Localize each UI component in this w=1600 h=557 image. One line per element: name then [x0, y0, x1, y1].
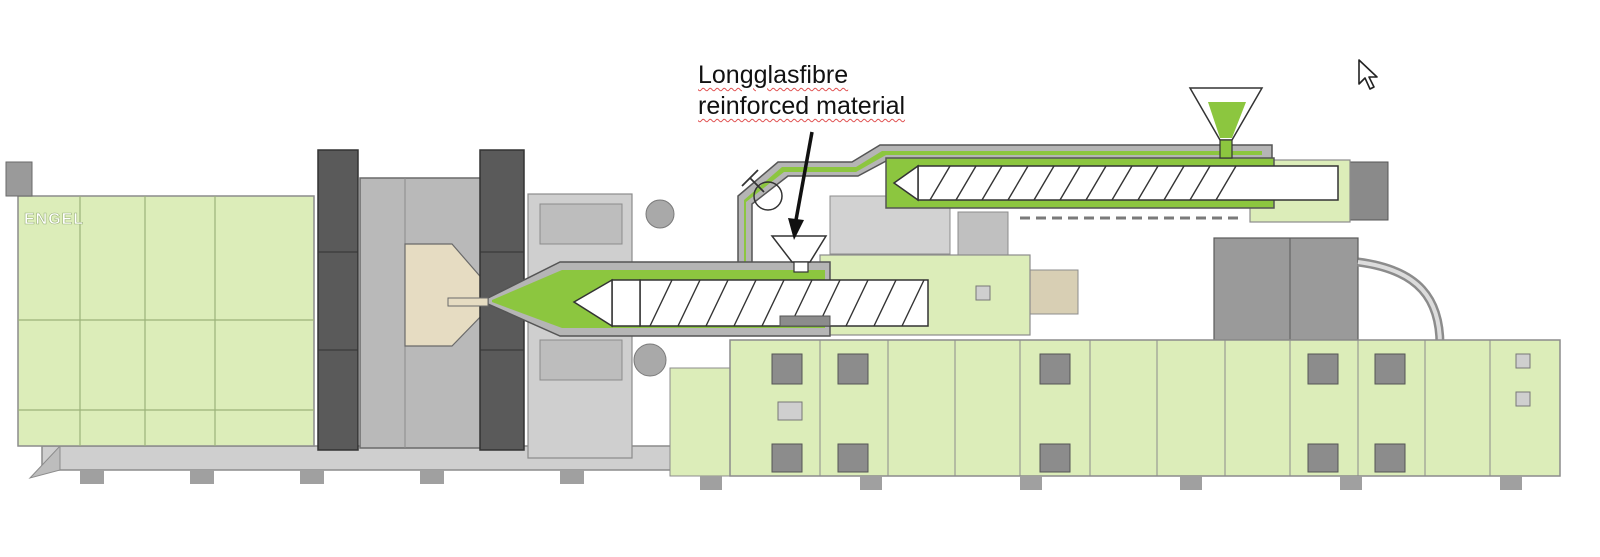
extruder-hopper — [1188, 87, 1264, 159]
shutoff-valve — [741, 169, 783, 211]
clamp-unit-enclosure — [5, 161, 315, 447]
control-cabinets — [669, 339, 1561, 490]
fibre-feed-hopper — [770, 235, 828, 273]
injection-barrel — [447, 261, 929, 337]
callout-line-1: Longglasfibre — [698, 61, 849, 89]
callout-arrow — [788, 131, 814, 240]
callout-line-2: reinforced material — [698, 92, 906, 120]
brand-label: ENGEL — [24, 211, 84, 228]
extruder-barrel — [885, 157, 1339, 209]
mouse-pointer-icon — [1358, 59, 1378, 90]
callout-label: Longglasfibre reinforced material — [698, 60, 905, 122]
